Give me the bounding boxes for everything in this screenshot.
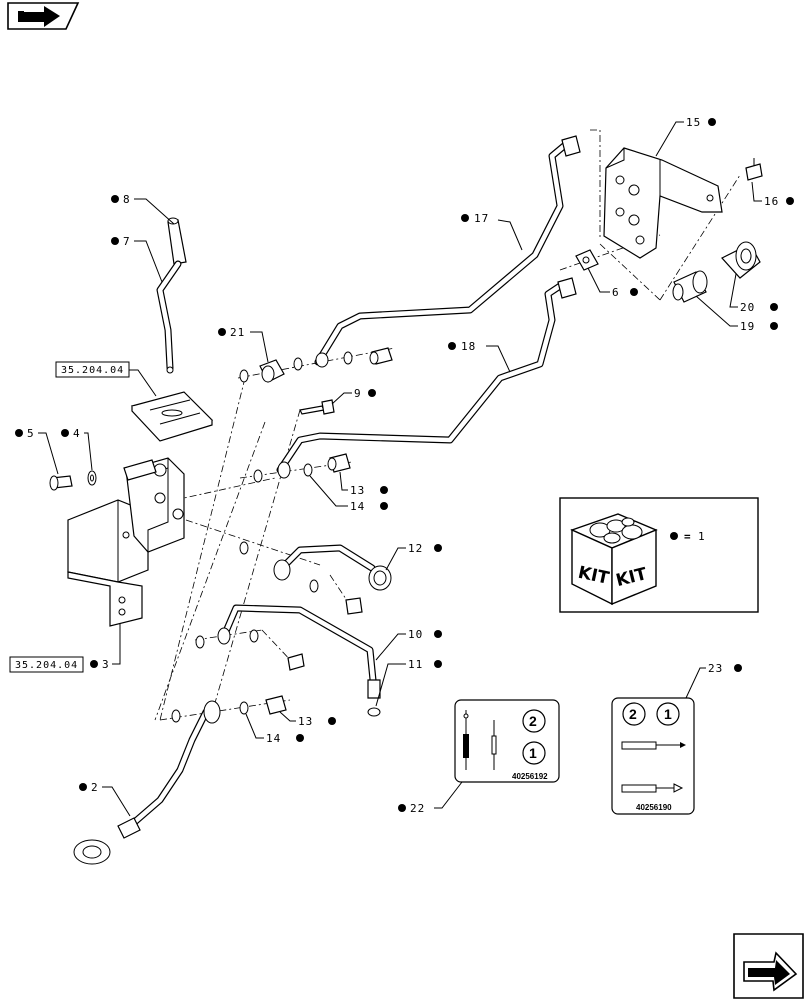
bolt xyxy=(49,475,73,491)
callout-16: 16 xyxy=(751,181,794,208)
callout-20: 20 xyxy=(729,273,778,314)
svg-text:8: 8 xyxy=(123,193,131,206)
control-lever xyxy=(156,260,182,374)
svg-text:22: 22 xyxy=(410,802,425,815)
svg-text:2: 2 xyxy=(529,713,537,729)
callout-9: 9 xyxy=(331,387,376,405)
svg-text:14: 14 xyxy=(350,500,365,513)
callout-12: 12 xyxy=(385,542,442,571)
callout-11: 11 xyxy=(375,658,442,707)
mounting-bracket xyxy=(603,147,723,259)
reference-link-bottom[interactable]: 35.204.04 xyxy=(9,656,84,673)
svg-text:23: 23 xyxy=(708,662,723,675)
callout-17: 17 xyxy=(461,212,523,251)
svg-text:3: 3 xyxy=(102,658,110,671)
svg-text:2: 2 xyxy=(629,706,637,722)
callout-13a: 13 xyxy=(339,471,388,497)
pipe-12 xyxy=(239,541,392,615)
svg-text:4: 4 xyxy=(73,427,81,440)
lever-gasket xyxy=(130,391,214,442)
callout-8: 8 xyxy=(111,193,175,225)
svg-text:18: 18 xyxy=(461,340,476,353)
svg-text:11: 11 xyxy=(408,658,423,671)
back-arrow-icon[interactable] xyxy=(7,2,80,30)
callout-23: 23 xyxy=(685,662,742,699)
callout-18: 18 xyxy=(448,340,511,373)
pipe-17 xyxy=(314,135,581,368)
svg-text:1: 1 xyxy=(664,706,672,722)
callout-2: 2 xyxy=(79,781,131,817)
svg-text:16: 16 xyxy=(764,195,779,208)
union-fitting xyxy=(239,357,303,383)
callout-21: 21 xyxy=(218,326,269,363)
svg-text:35.204.04: 35.204.04 xyxy=(61,365,124,376)
svg-text:19: 19 xyxy=(740,320,755,333)
next-arrow-icon[interactable] xyxy=(733,933,804,999)
pipe-18-fittings xyxy=(253,453,351,483)
svg-text:12: 12 xyxy=(408,542,423,555)
washer xyxy=(87,470,97,486)
pipe-2 xyxy=(73,695,287,865)
screw xyxy=(299,399,335,415)
callout-14b: 14 xyxy=(245,713,304,745)
callout-19: 19 xyxy=(695,295,778,333)
callout-14a: 14 xyxy=(309,475,388,513)
svg-text:14: 14 xyxy=(266,732,281,745)
callout-4: 4 xyxy=(61,427,93,471)
callout-5: 5 xyxy=(15,427,59,475)
dust-cap xyxy=(721,241,761,279)
callout-10: 10 xyxy=(375,628,442,661)
bracket-screw xyxy=(745,158,763,181)
callout-15: 15 xyxy=(655,116,716,157)
svg-text:17: 17 xyxy=(474,212,489,225)
svg-text:5: 5 xyxy=(27,427,35,440)
svg-text:1: 1 xyxy=(698,530,706,543)
kit-panel: KIT KIT = 1 xyxy=(559,497,759,613)
info-card-22: 2 1 40256192 xyxy=(454,699,560,783)
svg-text:=: = xyxy=(684,530,692,543)
svg-text:2: 2 xyxy=(91,781,99,794)
pipe-10 xyxy=(195,604,381,717)
callout-22: 22 xyxy=(398,781,463,815)
callout-6: 6 xyxy=(587,267,638,299)
quick-coupler xyxy=(672,270,708,303)
svg-text:35.204.04: 35.204.04 xyxy=(15,660,78,671)
pipe-17-fittings xyxy=(343,347,393,365)
svg-text:40256192: 40256192 xyxy=(512,772,548,781)
svg-text:21: 21 xyxy=(230,326,245,339)
lever-knob xyxy=(167,217,187,265)
svg-text:9: 9 xyxy=(354,387,362,400)
tool-icon xyxy=(463,710,497,770)
tool-icon xyxy=(621,741,686,793)
control-valve xyxy=(123,457,185,553)
svg-text:10: 10 xyxy=(408,628,423,641)
svg-text:13: 13 xyxy=(298,715,313,728)
reference-link-top[interactable]: 35.204.04 xyxy=(55,361,157,397)
valve-bracket xyxy=(67,499,149,627)
svg-text:40256190: 40256190 xyxy=(636,803,672,812)
callout-7: 7 xyxy=(111,235,163,283)
svg-text:13: 13 xyxy=(350,484,365,497)
pipe-18 xyxy=(276,277,577,479)
svg-text:20: 20 xyxy=(740,301,755,314)
nut-plate xyxy=(575,249,599,271)
info-card-23: 2 1 40256190 xyxy=(611,697,695,815)
svg-text:7: 7 xyxy=(123,235,131,248)
callout-3: 3 xyxy=(90,624,121,671)
kit-box-icon: KIT KIT xyxy=(570,513,658,606)
svg-text:15: 15 xyxy=(686,116,701,129)
svg-text:6: 6 xyxy=(612,286,620,299)
callout-13b: 13 xyxy=(279,711,336,728)
svg-text:1: 1 xyxy=(529,745,537,761)
